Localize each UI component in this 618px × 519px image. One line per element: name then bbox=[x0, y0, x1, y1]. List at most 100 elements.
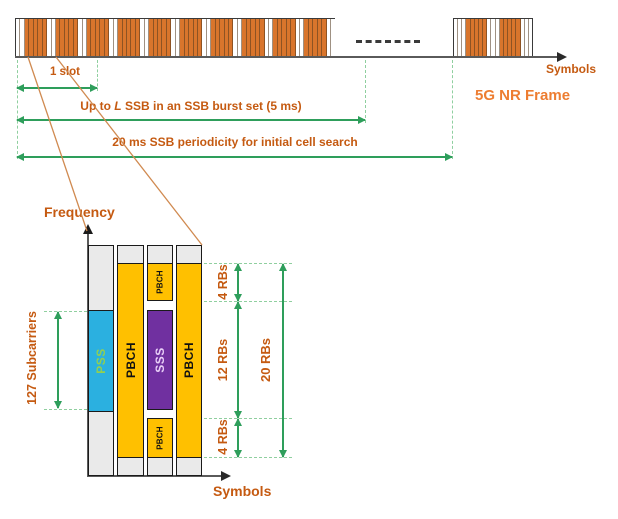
periodicity-label: 20 ms SSB periodicity for initial cell s… bbox=[112, 135, 358, 149]
ssb-symbol-cell bbox=[42, 19, 48, 56]
empty-symbol-cell bbox=[524, 19, 529, 56]
ssb-symbol-cell bbox=[242, 19, 247, 56]
pbch-label-bottom: PBCH bbox=[155, 426, 165, 450]
ssb-symbol-cell bbox=[291, 19, 296, 56]
ssb-symbol-cell bbox=[122, 19, 127, 56]
ssb-burst-symbol-strip bbox=[15, 18, 335, 57]
pbch-block-sym3 bbox=[176, 263, 202, 458]
ssb-symbol-cell bbox=[251, 19, 256, 56]
guide-burst-start bbox=[17, 60, 18, 159]
burst-set-label-prefix: Up to bbox=[80, 99, 115, 113]
rb-bottom-label: 4 RBs bbox=[216, 419, 231, 455]
guide-rb-line1 bbox=[204, 263, 292, 264]
ssb-symbol-cell bbox=[277, 19, 283, 56]
empty-symbol-cell bbox=[109, 19, 114, 56]
ssb-symbol-cell bbox=[470, 19, 475, 56]
ssb-symbol-cell bbox=[55, 19, 61, 56]
empty-symbol-cell bbox=[326, 19, 332, 56]
empty-symbol-cell bbox=[495, 19, 500, 56]
ssb-symbol-cell bbox=[69, 19, 74, 56]
rb-total-measure-arrow bbox=[279, 263, 287, 458]
sss-label: SSS bbox=[153, 347, 167, 373]
empty-symbol-cell bbox=[237, 19, 243, 56]
col3-gray-top bbox=[147, 245, 173, 264]
ssb-symbol-cell bbox=[282, 19, 287, 56]
empty-symbol-cell bbox=[82, 19, 87, 56]
rb-bottom-measure-arrow bbox=[234, 418, 242, 458]
empty-symbol-cell bbox=[175, 19, 181, 56]
empty-symbol-cell bbox=[171, 19, 176, 56]
col2-gray-bottom bbox=[117, 457, 144, 476]
pss-label: PSS bbox=[94, 348, 108, 374]
guide-rb-line2 bbox=[204, 301, 292, 302]
periodicity-measure-arrow bbox=[16, 153, 453, 161]
ssb-symbol-cell bbox=[180, 19, 185, 56]
guide-rb-line4 bbox=[204, 457, 292, 458]
guide-rb-line3 bbox=[204, 418, 292, 419]
ssb-symbol-cell bbox=[24, 19, 30, 56]
empty-symbol-cell bbox=[202, 19, 207, 56]
subcarriers-measure-arrow bbox=[54, 311, 62, 409]
ssb-symbol-cell bbox=[197, 19, 203, 56]
ssb-symbol-cell bbox=[503, 19, 509, 56]
ssb-symbol-cell bbox=[38, 19, 43, 56]
empty-symbol-cell bbox=[520, 19, 525, 56]
ssb-symbol-cell bbox=[73, 19, 79, 56]
sss-block bbox=[147, 310, 173, 410]
ssb-symbol-cell bbox=[184, 19, 190, 56]
ssb-symbol-cell bbox=[33, 19, 39, 56]
col1-gray-bottom bbox=[88, 411, 114, 476]
ssb-symbol-cell bbox=[273, 19, 278, 56]
ssb-symbol-cell bbox=[308, 19, 314, 56]
ssb-symbol-cell bbox=[516, 19, 521, 56]
detail-symbols-axis-label: Symbols bbox=[213, 483, 272, 499]
detail-symbols-axis bbox=[87, 475, 223, 477]
empty-symbol-cell bbox=[113, 19, 119, 56]
empty-symbol-cell bbox=[528, 19, 532, 56]
ellipsis-dashes bbox=[356, 40, 420, 43]
ssb-symbol-cell bbox=[215, 19, 221, 56]
ssb-symbol-cell bbox=[126, 19, 132, 56]
empty-symbol-cell bbox=[268, 19, 274, 56]
empty-symbol-cell bbox=[264, 19, 269, 56]
ssb-symbol-cell bbox=[166, 19, 172, 56]
pbch-label-top: PBCH bbox=[155, 270, 165, 294]
burst-set-measure-arrow bbox=[16, 116, 366, 124]
ssb-symbol-cell bbox=[255, 19, 261, 56]
empty-symbol-cell bbox=[47, 19, 52, 56]
ssb-symbol-cell bbox=[153, 19, 158, 56]
col3-gray-bottom bbox=[147, 457, 173, 476]
symbols-axis-arrow-icon bbox=[557, 52, 567, 62]
ssb-symbol-cell bbox=[60, 19, 65, 56]
frequency-axis-arrow-icon bbox=[83, 224, 93, 234]
empty-symbol-cell bbox=[78, 19, 83, 56]
ssb-symbol-cell bbox=[95, 19, 101, 56]
pbch-block-top bbox=[147, 263, 173, 301]
ssb-symbol-cell bbox=[64, 19, 70, 56]
pbch-label-sym3: PBCH bbox=[182, 341, 196, 379]
ssb-symbol-cell bbox=[87, 19, 92, 56]
ssb-symbol-cell bbox=[304, 19, 309, 56]
empty-symbol-cell bbox=[140, 19, 145, 56]
ssb-symbol-cell bbox=[100, 19, 105, 56]
burst-set-label-suffix: SSB in an SSB burst set (5 ms) bbox=[121, 99, 302, 113]
rb-mid-measure-arrow bbox=[234, 301, 242, 419]
guide-period-end bbox=[452, 60, 453, 159]
ssb-symbol-cell bbox=[322, 19, 327, 56]
ssb-symbol-cell bbox=[229, 19, 234, 56]
empty-symbol-cell bbox=[458, 19, 463, 56]
ssb-symbol-cell bbox=[158, 19, 163, 56]
empty-symbol-cell bbox=[20, 19, 25, 56]
ssb-symbol-cell bbox=[508, 19, 513, 56]
empty-symbol-cell bbox=[300, 19, 305, 56]
ssb-symbol-cell bbox=[189, 19, 194, 56]
ssb-symbol-cell bbox=[478, 19, 484, 56]
ssb-symbol-cell bbox=[286, 19, 292, 56]
empty-symbol-cell bbox=[295, 19, 300, 56]
burst-set-label-L: L bbox=[114, 99, 122, 113]
guide-burst-end bbox=[365, 60, 366, 123]
empty-symbol-cell bbox=[454, 19, 459, 56]
ssb-symbol-cell bbox=[118, 19, 123, 56]
empty-symbol-cell bbox=[144, 19, 150, 56]
